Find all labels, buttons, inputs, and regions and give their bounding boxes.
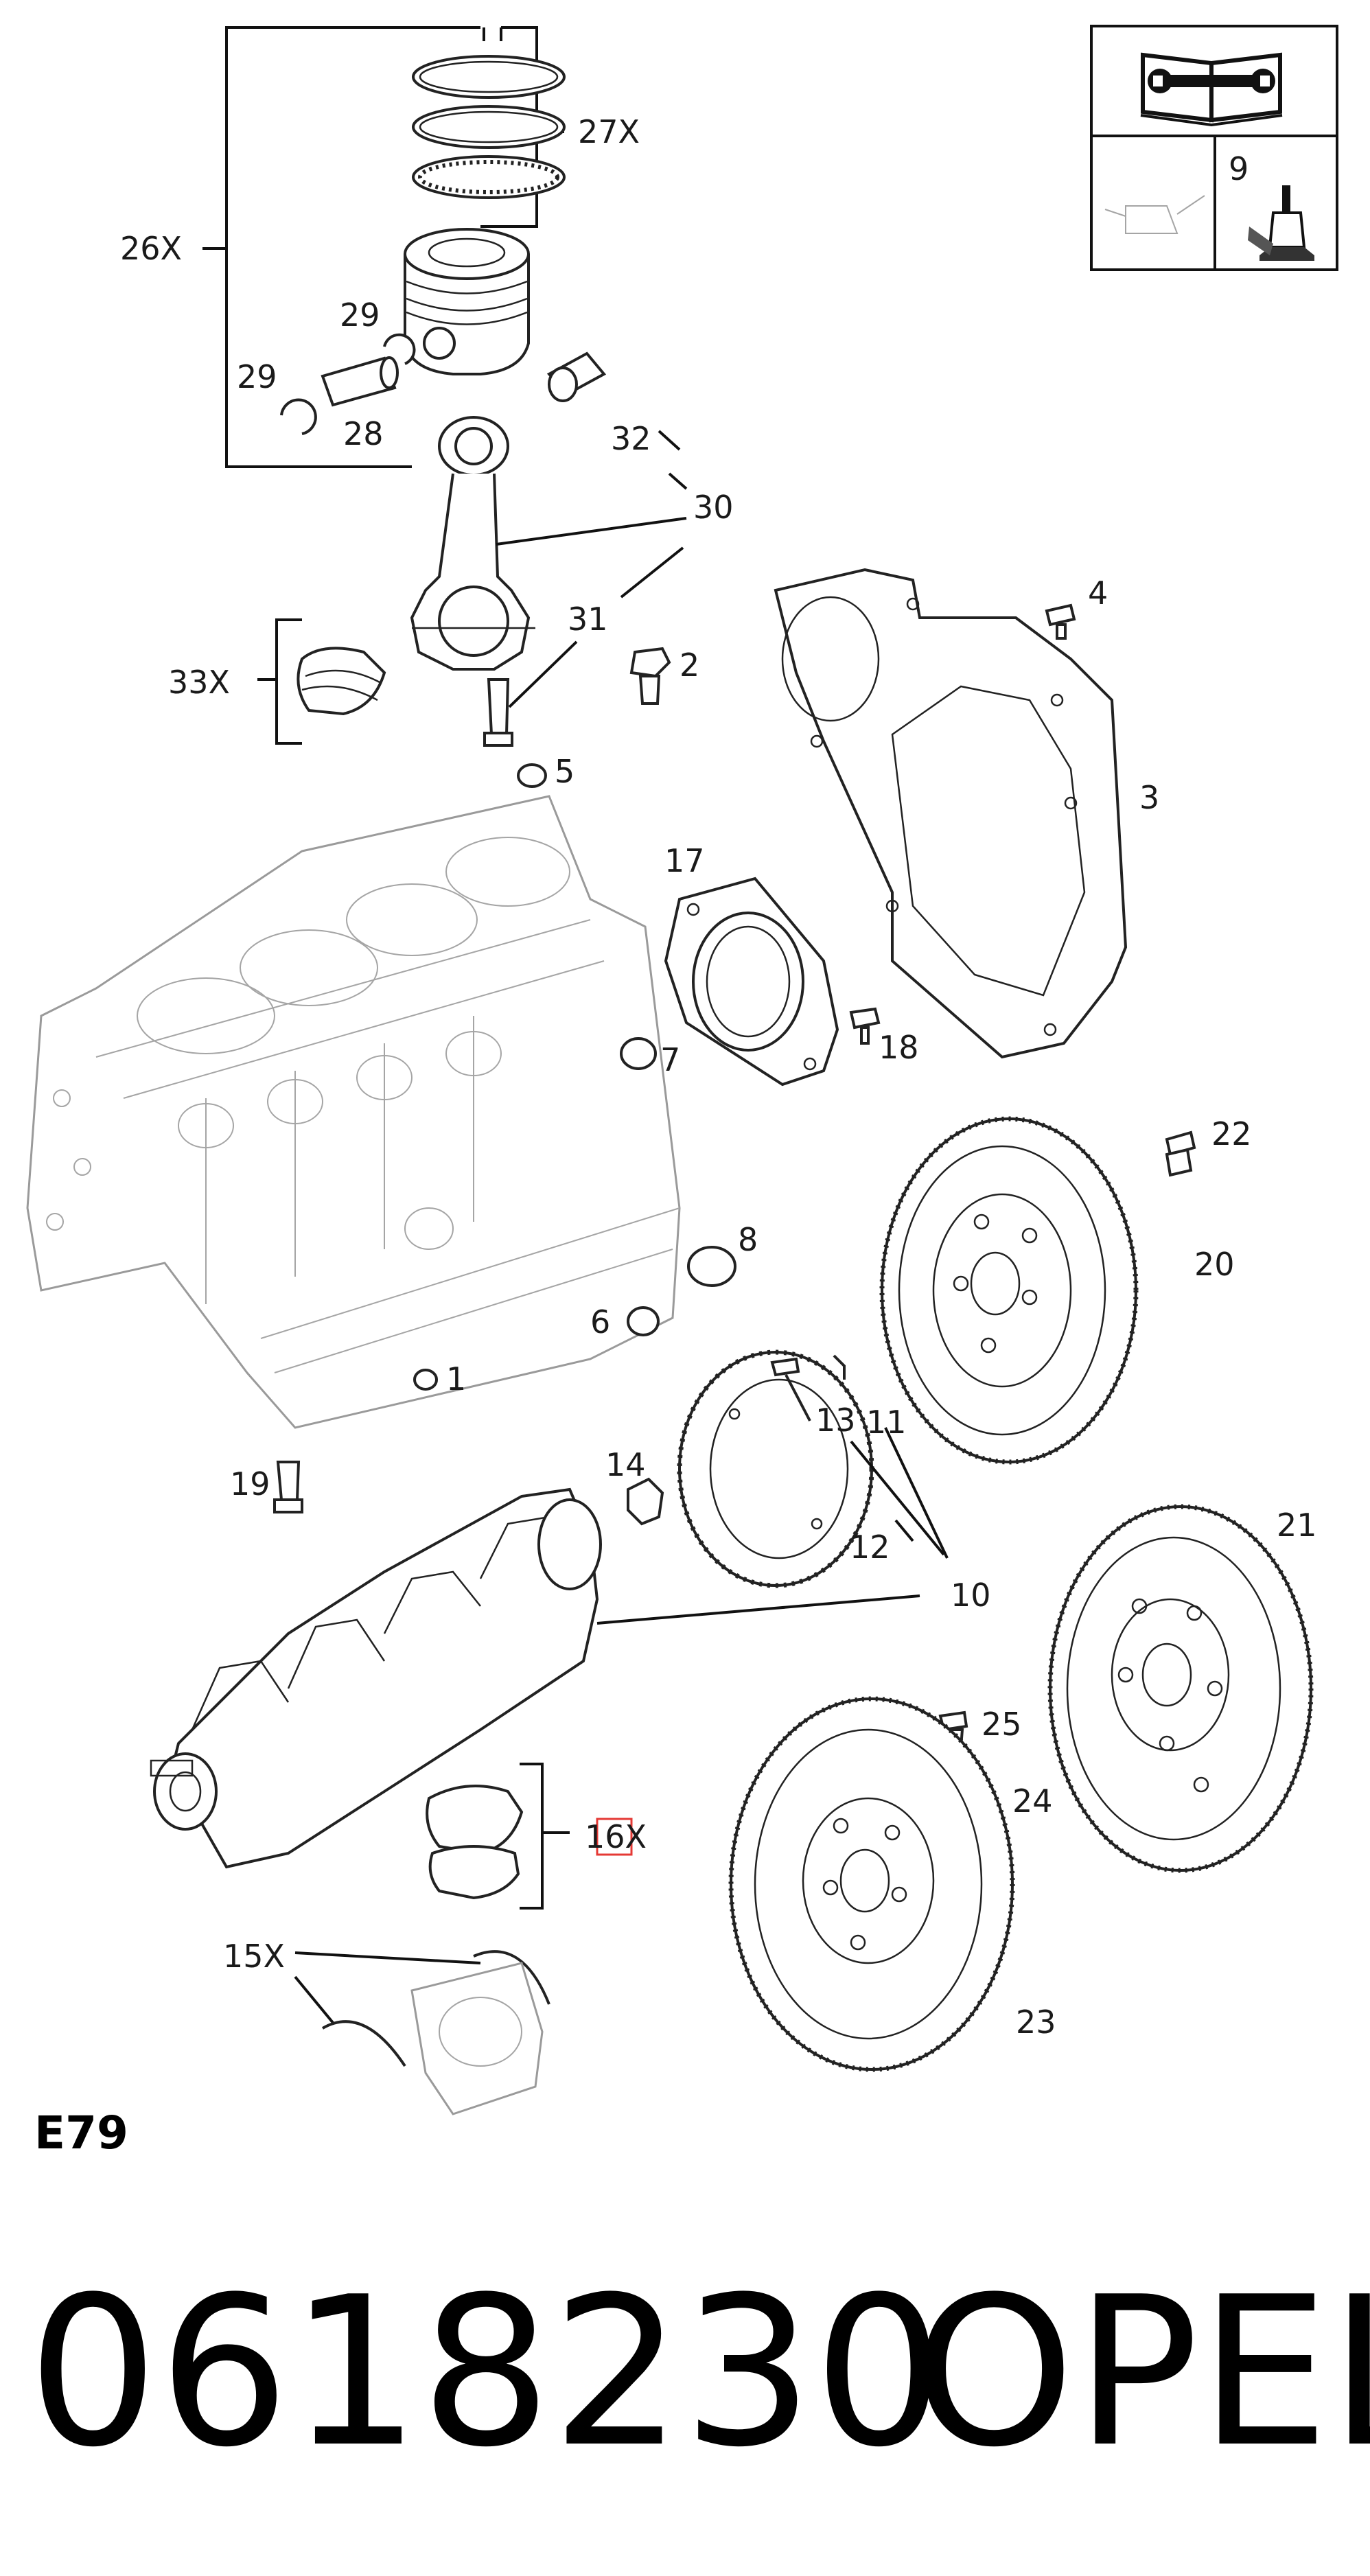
- bush-1: [413, 1369, 438, 1391]
- callout-11: 11: [866, 1404, 907, 1441]
- legend-item-label: 9: [1229, 150, 1249, 187]
- callout-26x: 26X: [120, 230, 182, 267]
- callout-13: 13: [815, 1402, 856, 1439]
- adapter-plate-3: [774, 568, 1128, 1059]
- piston-group: [202, 26, 607, 468]
- bush-5: [517, 763, 547, 788]
- callout-25: 25: [982, 1706, 1022, 1743]
- connecting-rod: [410, 416, 688, 747]
- part-number: 0618230: [27, 2253, 944, 2492]
- engine-block: [26, 795, 681, 1429]
- callout-labels: 27X 26X 29 29 28 32 30 31 33X 2 4 5 3 17…: [120, 113, 1317, 2041]
- bolt-22: [1165, 1130, 1196, 1177]
- callout-17: 17: [664, 842, 705, 879]
- callout-6: 6: [590, 1303, 610, 1341]
- bearing-shells-33x: [257, 618, 386, 745]
- callout-22: 22: [1211, 1115, 1252, 1152]
- bolt-18: [849, 1007, 881, 1045]
- repair-manual-icon: [1140, 52, 1283, 127]
- callout-27x: 27X: [578, 113, 640, 150]
- callout-1: 1: [446, 1360, 466, 1397]
- callout-29-upper: 29: [340, 297, 380, 334]
- callout-14: 14: [605, 1446, 646, 1483]
- reluctor-ring-12: [677, 1349, 874, 1588]
- legend-box: 9: [1090, 25, 1338, 271]
- oil-can-icon: [1104, 195, 1205, 234]
- bolt-4: [1045, 603, 1076, 640]
- callout-30: 30: [693, 489, 734, 526]
- bush-7: [620, 1037, 657, 1070]
- highlight-marker: [596, 1818, 633, 1856]
- seal-housing-17: [664, 877, 839, 1087]
- bolt-2: [629, 647, 671, 705]
- pin-11: [833, 1354, 846, 1380]
- nut-14: [627, 1477, 664, 1526]
- callout-3: 3: [1139, 779, 1159, 816]
- flywheel-21: [1047, 1504, 1314, 1873]
- callout-7: 7: [660, 1041, 680, 1078]
- callout-16x: 16X: [585, 1818, 647, 1855]
- bush-8: [687, 1246, 736, 1287]
- callout-20: 20: [1194, 1246, 1235, 1283]
- callout-19: 19: [230, 1465, 270, 1502]
- bush-6: [627, 1306, 660, 1336]
- callout-32: 32: [611, 420, 651, 457]
- callout-12: 12: [850, 1529, 890, 1566]
- callout-28: 28: [343, 415, 384, 452]
- group-code: E79: [34, 2107, 128, 2159]
- callout-31: 31: [568, 601, 608, 638]
- bolt-13: [770, 1357, 811, 1422]
- callout-21: 21: [1277, 1507, 1317, 1544]
- callout-15x: 15X: [223, 1938, 285, 1975]
- callout-24: 24: [1012, 1783, 1053, 1820]
- callout-33x: 33X: [168, 664, 230, 701]
- bolt-19: [273, 1461, 303, 1513]
- callout-23: 23: [1016, 2004, 1056, 2041]
- callout-5: 5: [555, 753, 574, 790]
- brand-name: OPEL: [913, 2253, 1370, 2492]
- flywheel-20: [879, 1116, 1139, 1465]
- crankshaft: [150, 1487, 602, 1869]
- thrust-washers-15x: [294, 1950, 550, 2115]
- callout-18: 18: [879, 1029, 919, 1066]
- callout-8: 8: [738, 1221, 758, 1258]
- callout-29-lower: 29: [237, 358, 277, 395]
- bearing-shells-16x: [426, 1763, 570, 1910]
- sealant-tube-icon: [1248, 185, 1314, 261]
- callout-10: 10: [951, 1577, 991, 1614]
- callout-4: 4: [1088, 575, 1108, 612]
- flywheel-23: [728, 1696, 1015, 2072]
- callout-2: 2: [680, 647, 699, 684]
